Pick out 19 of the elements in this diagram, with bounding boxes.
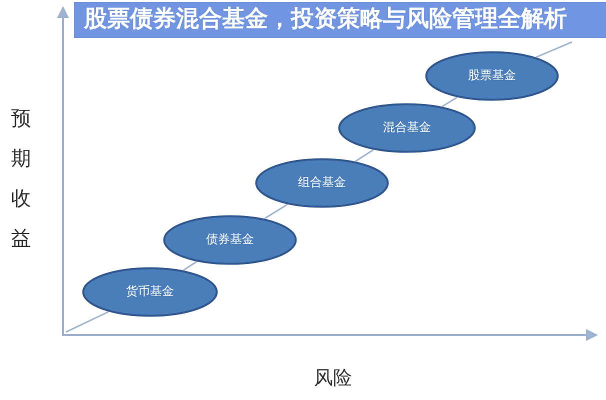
title-text: 股票债券混合基金，投资策略与风险管理全解析 [84, 7, 567, 33]
ellipse-node [338, 103, 476, 153]
fund-label: 混合基金 [383, 121, 431, 135]
fund-label: 货币基金 [126, 285, 174, 299]
connector-line [66, 311, 109, 333]
fund-label: 股票基金 [468, 69, 516, 83]
fund-label: 组合基金 [298, 176, 346, 190]
ellipse-node [82, 267, 218, 317]
ellipse-node [163, 215, 297, 265]
fund-label: 债券基金 [206, 233, 254, 247]
ellipse-node [425, 51, 559, 101]
ellipse-node [255, 158, 389, 208]
connector-line [355, 149, 374, 162]
connector-line [264, 204, 288, 220]
axis-label: 预期收益 [11, 105, 31, 252]
connector-line [442, 96, 458, 108]
axis-label: 风险 [314, 368, 352, 390]
connector-line [536, 41, 572, 58]
connector-line [183, 261, 198, 271]
